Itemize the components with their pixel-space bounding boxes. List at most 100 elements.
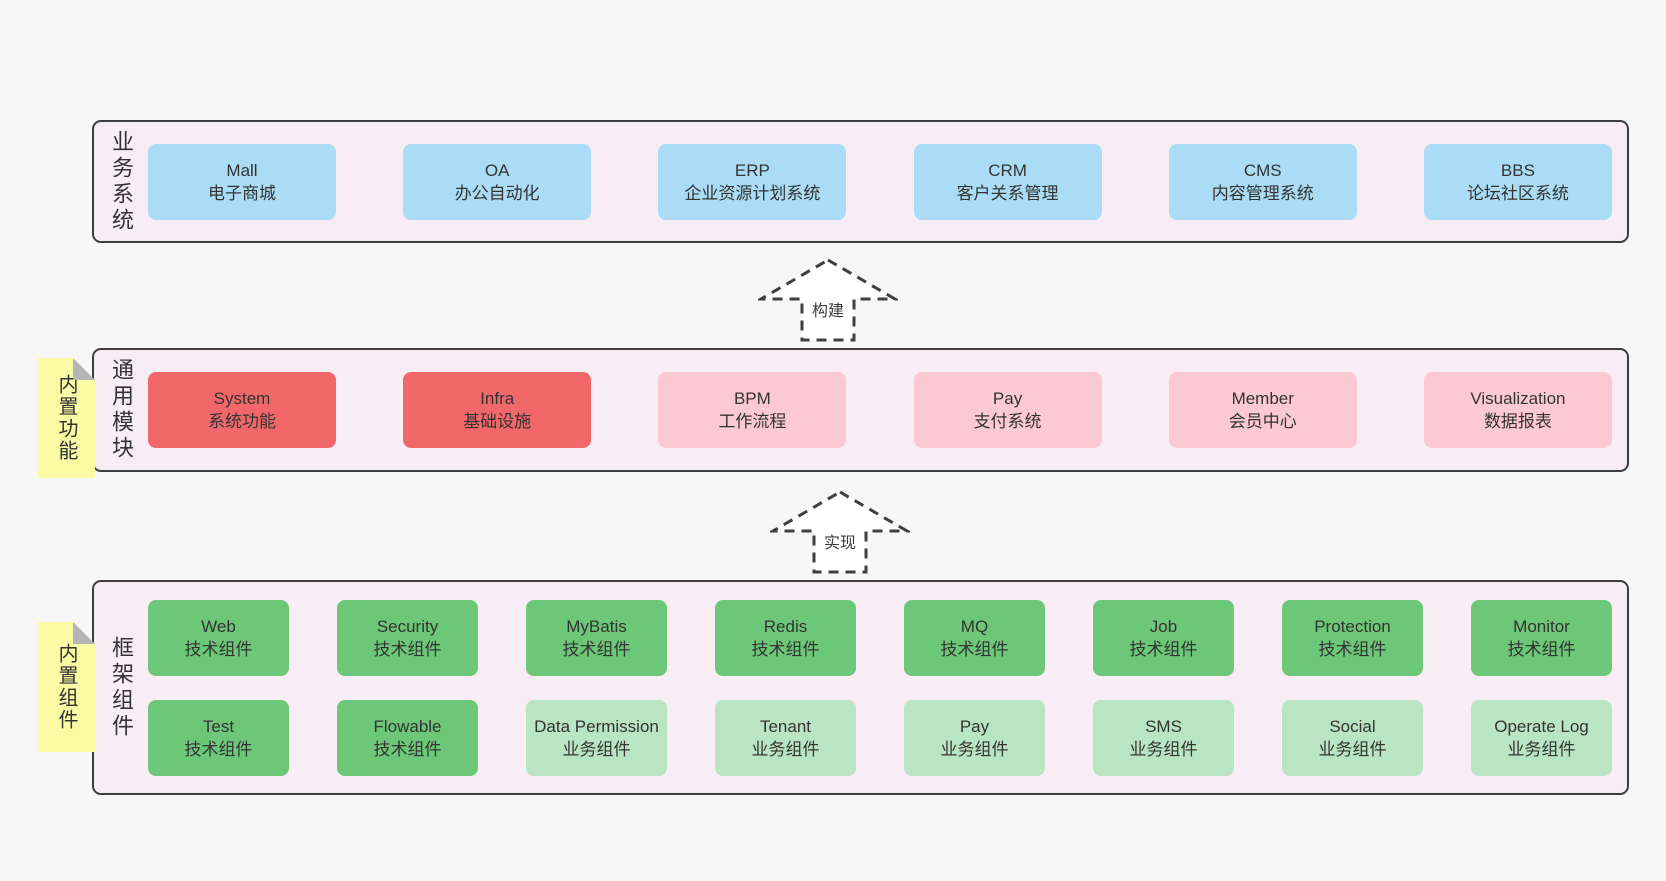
node-name: Flowable (373, 716, 442, 736)
node-name: Member (1231, 389, 1294, 408)
node-subtitle: 业务组件 (751, 739, 820, 759)
node-member: Member 会员中心 (1168, 372, 1357, 448)
node-name: Pay (992, 389, 1023, 408)
panel-framework-components: 框架组件 Web 技术组件 Security 技术组件 MyBatis 技术组件… (92, 580, 1629, 795)
node-subtitle: 技术组件 (184, 739, 253, 759)
node-subtitle: 支付系统 (973, 412, 1042, 431)
components-row-2: Test 技术组件 Flowable 技术组件 Data Permission … (148, 699, 1612, 776)
node-subtitle: 技术组件 (751, 639, 820, 659)
node-operate-log: Operate Log 业务组件 (1471, 699, 1612, 776)
panel-label-business-systems: 业务系统 (109, 129, 134, 234)
panel-body-modules: System 系统功能 Infra 基础设施 BPM 工作流程 Pay 支付系统… (148, 350, 1627, 470)
node-subtitle: 论坛社区系统 (1466, 183, 1569, 203)
node-name: MyBatis (566, 616, 627, 636)
node-pay-component: Pay 业务组件 (904, 699, 1045, 776)
node-visualization: Visualization 数据报表 (1423, 372, 1612, 448)
node-monitor: Monitor 技术组件 (1471, 599, 1612, 676)
sticky-note-built-in-components: 内置组件 (38, 622, 95, 752)
node-subtitle: 业务组件 (1507, 739, 1576, 759)
node-data-permission: Data Permission 业务组件 (526, 699, 667, 776)
node-name: Visualization (1470, 389, 1566, 408)
node-social: Social 业务组件 (1282, 699, 1423, 776)
node-subtitle: 内容管理系统 (1211, 183, 1314, 203)
node-protection: Protection 技术组件 (1282, 599, 1423, 676)
arrow-label-build: 构建 (811, 303, 844, 320)
node-name: CRM (988, 160, 1027, 180)
node-subtitle: 客户关系管理 (956, 183, 1059, 203)
dashed-up-arrow-icon (758, 258, 898, 342)
node-subtitle: 业务组件 (1129, 739, 1198, 759)
node-system: System 系统功能 (148, 372, 336, 448)
node-security: Security 技术组件 (337, 599, 478, 676)
node-name: System (213, 389, 271, 408)
node-name: Operate Log (1494, 716, 1589, 736)
node-subtitle: 企业资源计划系统 (684, 183, 821, 203)
node-infra: Infra 基础设施 (403, 372, 592, 448)
node-subtitle: 基础设施 (463, 412, 532, 431)
panel-label-framework-components: 框架组件 (109, 635, 134, 740)
node-pay-system: Pay 支付系统 (913, 372, 1102, 448)
panel-body-components: Web 技术组件 Security 技术组件 MyBatis 技术组件 Redi… (148, 582, 1627, 793)
node-erp: ERP 企业资源计划系统 (658, 143, 847, 220)
node-name: Data Permission (534, 716, 659, 736)
node-subtitle: 工作流程 (718, 412, 787, 431)
node-mall: Mall 电子商城 (148, 143, 336, 220)
node-name: SMS (1145, 716, 1182, 736)
node-subtitle: 办公自动化 (454, 183, 540, 203)
node-subtitle: 会员中心 (1228, 412, 1297, 431)
up-block-arrow-implement: 实现 (770, 489, 910, 575)
panel-body-business: Mall 电子商城 OA 办公自动化 ERP 企业资源计划系统 CRM 客户关系… (148, 122, 1627, 241)
node-bbs: BBS 论坛社区系统 (1423, 143, 1612, 220)
node-subtitle: 业务组件 (562, 739, 631, 759)
up-block-arrow-build: 构建 (758, 257, 898, 343)
node-web: Web 技术组件 (148, 599, 289, 676)
node-cms: CMS 内容管理系统 (1168, 143, 1357, 220)
arrow-label-implement: 实现 (823, 535, 856, 552)
node-subtitle: 技术组件 (373, 639, 442, 659)
node-name: Mall (226, 160, 258, 180)
node-test: Test 技术组件 (148, 699, 289, 776)
panel-label-common-modules: 通用模块 (109, 358, 134, 462)
dashed-up-arrow-icon (770, 490, 910, 574)
node-name: Protection (1314, 616, 1391, 636)
node-name: ERP (734, 160, 770, 180)
modules-row: System 系统功能 Infra 基础设施 BPM 工作流程 Pay 支付系统… (148, 372, 1612, 448)
node-redis: Redis 技术组件 (715, 599, 856, 676)
node-name: Pay (959, 716, 990, 736)
node-bpm: BPM 工作流程 (658, 372, 847, 448)
node-oa: OA 办公自动化 (403, 143, 592, 220)
node-subtitle: 技术组件 (940, 639, 1009, 659)
node-name: Redis (763, 616, 808, 636)
node-subtitle: 技术组件 (373, 739, 442, 759)
node-name: OA (484, 160, 510, 180)
node-mq: MQ 技术组件 (904, 599, 1045, 676)
node-subtitle: 数据报表 (1483, 412, 1552, 431)
sticky-text: 内置功能 (55, 374, 77, 462)
node-subtitle: 技术组件 (1318, 639, 1387, 659)
node-name: MQ (960, 616, 989, 636)
node-name: Security (376, 616, 439, 636)
node-sms: SMS 业务组件 (1093, 699, 1234, 776)
node-subtitle: 技术组件 (1507, 639, 1576, 659)
node-name: Social (1329, 716, 1376, 736)
node-subtitle: 技术组件 (184, 639, 253, 659)
node-mybatis: MyBatis 技术组件 (526, 599, 667, 676)
node-name: Web (201, 616, 236, 636)
node-name: Infra (480, 389, 515, 408)
node-name: BBS (1500, 160, 1535, 180)
node-name: Test (202, 716, 235, 736)
node-name: Job (1149, 616, 1178, 636)
node-subtitle: 业务组件 (940, 739, 1009, 759)
node-tenant: Tenant 业务组件 (715, 699, 856, 776)
node-crm: CRM 客户关系管理 (913, 143, 1102, 220)
components-row-1: Web 技术组件 Security 技术组件 MyBatis 技术组件 Redi… (148, 599, 1612, 676)
node-subtitle: 系统功能 (208, 412, 276, 431)
node-name: CMS (1243, 160, 1282, 180)
business-row: Mall 电子商城 OA 办公自动化 ERP 企业资源计划系统 CRM 客户关系… (148, 143, 1612, 220)
node-name: Tenant (759, 716, 812, 736)
node-name: BPM (733, 389, 771, 408)
node-subtitle: 电子商城 (208, 183, 276, 203)
node-job: Job 技术组件 (1093, 599, 1234, 676)
node-flowable: Flowable 技术组件 (337, 699, 478, 776)
sticky-note-built-in-features: 内置功能 (38, 358, 95, 478)
